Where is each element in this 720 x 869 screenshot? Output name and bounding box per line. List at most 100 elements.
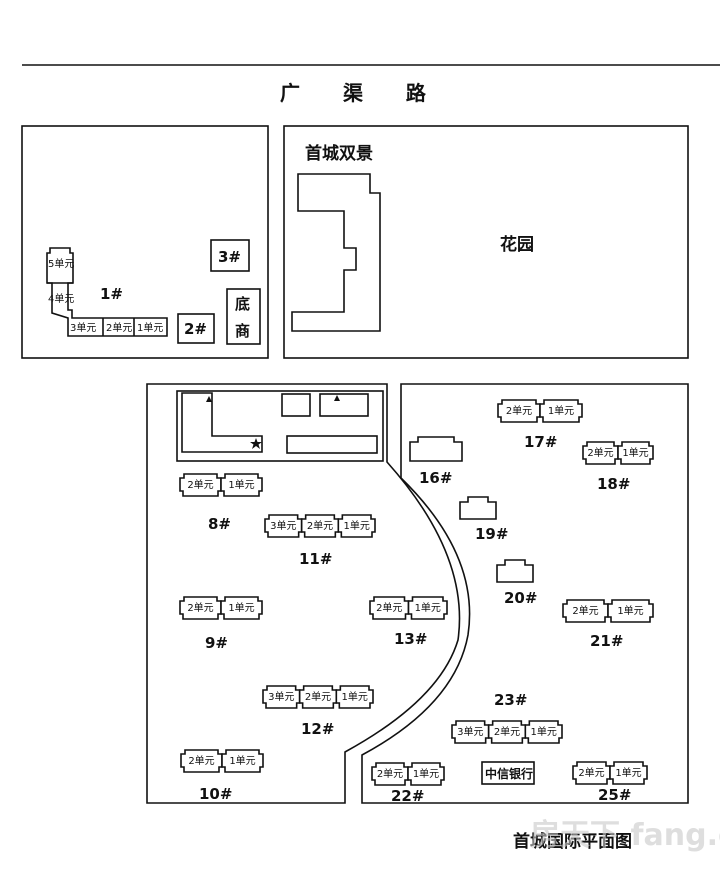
- unit-block: [180, 749, 223, 773]
- unit-label: 1单元: [413, 768, 439, 780]
- unit-label: 3单元: [70, 322, 96, 334]
- unit-block: [179, 473, 222, 497]
- unit-label: 1单元: [229, 755, 255, 767]
- bank-label: 中信银行: [485, 766, 533, 781]
- unit-label: 2单元: [494, 726, 520, 738]
- south-west-block: [146, 383, 461, 804]
- unit-label: 2单元: [307, 520, 333, 532]
- unit-block: [451, 720, 490, 744]
- unit-block: [220, 596, 263, 620]
- unit-label: 1单元: [615, 767, 641, 779]
- building-3-label: 3#: [218, 248, 241, 266]
- building-10: 2单元 1单元: [180, 749, 264, 773]
- unit-label: 2单元: [187, 479, 213, 491]
- unit-block: [300, 514, 340, 538]
- building-2: [177, 313, 215, 344]
- unit-label: 2单元: [188, 755, 214, 767]
- small-building: [281, 393, 311, 417]
- building-1: 5单元 4单元 3单元 2单元 1单元: [46, 247, 168, 337]
- building-25: 2单元 1单元: [572, 761, 648, 785]
- unit-block: [262, 685, 301, 709]
- building-22-label: 22#: [391, 787, 424, 805]
- unit-label: 4单元: [48, 293, 74, 305]
- unit-block: [335, 685, 374, 709]
- unit-label: 1单元: [137, 322, 163, 334]
- building-19-label: 19#: [475, 525, 508, 543]
- unit-block: [524, 720, 563, 744]
- unit-label: 2单元: [377, 768, 403, 780]
- garden-label: 花园: [500, 234, 534, 255]
- long-building: [286, 435, 378, 454]
- unit-label: 1单元: [548, 405, 574, 417]
- south-east-block: [361, 383, 689, 804]
- building-12-label: 12#: [301, 720, 334, 738]
- unit-label: 2单元: [376, 602, 402, 614]
- unit-block: [617, 441, 654, 465]
- building-1-label: 1#: [100, 285, 123, 303]
- unit-block: [609, 761, 648, 785]
- building-10-label: 10#: [199, 785, 232, 803]
- triangle-marker: [334, 395, 340, 401]
- unit-label: 1单元: [228, 602, 254, 614]
- unit-label: 1单元: [415, 602, 441, 614]
- unit-block: [220, 473, 263, 497]
- building-18: 2单元 1单元: [582, 441, 654, 465]
- unit-block: [179, 596, 222, 620]
- unit-block: [407, 596, 448, 620]
- building-3: [210, 239, 250, 272]
- building-13-label: 13#: [394, 630, 427, 648]
- unit-label: 1单元: [617, 605, 643, 617]
- l-shaped-building: [181, 392, 263, 453]
- unit-label: 1单元: [622, 447, 648, 459]
- star-marker: [250, 438, 262, 449]
- unit-block: [264, 514, 303, 538]
- unit-label: 2单元: [106, 322, 132, 334]
- building-13: 2单元 1单元: [369, 596, 448, 620]
- unit-block: [582, 441, 619, 465]
- unit-block: [369, 596, 410, 620]
- building-11-label: 11#: [299, 550, 332, 568]
- triangle-marker: [206, 396, 212, 402]
- small-building: [319, 393, 369, 417]
- unit-label: 3单元: [270, 520, 296, 532]
- unit-block: [337, 514, 376, 538]
- building-16-label: 16#: [419, 469, 452, 487]
- building-8-label: 8#: [208, 515, 231, 533]
- unit-label: 2单元: [305, 691, 331, 703]
- building-23-label: 23#: [494, 691, 527, 709]
- building-25-label: 25#: [598, 786, 631, 804]
- unit-label: 2单元: [506, 405, 532, 417]
- unit-label: 2单元: [187, 602, 213, 614]
- building-9-label: 9#: [205, 634, 228, 652]
- unit-label: 3单元: [268, 691, 294, 703]
- building-9: 2单元 1单元: [179, 596, 263, 620]
- unit-label: 2单元: [578, 767, 604, 779]
- building-17-label: 17#: [524, 433, 557, 451]
- unit-label: 1单元: [341, 691, 367, 703]
- unit-label: 5单元: [48, 258, 74, 270]
- map-title: 首城国际平面图: [513, 831, 632, 852]
- unit-block: [221, 749, 264, 773]
- unit-label: 2单元: [587, 447, 613, 459]
- unit-label: 2单元: [572, 605, 598, 617]
- unit-block: [371, 762, 409, 786]
- building-12: 3单元 2单元 1单元: [262, 685, 374, 709]
- project-label: 首城双景: [305, 143, 373, 164]
- shuangjing-building: [291, 173, 381, 332]
- building-17: 2单元 1单元: [497, 399, 583, 423]
- unit-label: 3单元: [457, 726, 483, 738]
- unit-block: [539, 399, 583, 423]
- shops-label-top: 底: [235, 295, 250, 313]
- shops-building: [226, 288, 261, 345]
- building-16: [409, 436, 463, 462]
- unit-block: [407, 762, 445, 786]
- watermark: 房天下 fang.com: [530, 818, 720, 853]
- building-20: [496, 559, 534, 583]
- unit-block: [497, 399, 541, 423]
- building-22: 2单元 1单元: [371, 762, 445, 786]
